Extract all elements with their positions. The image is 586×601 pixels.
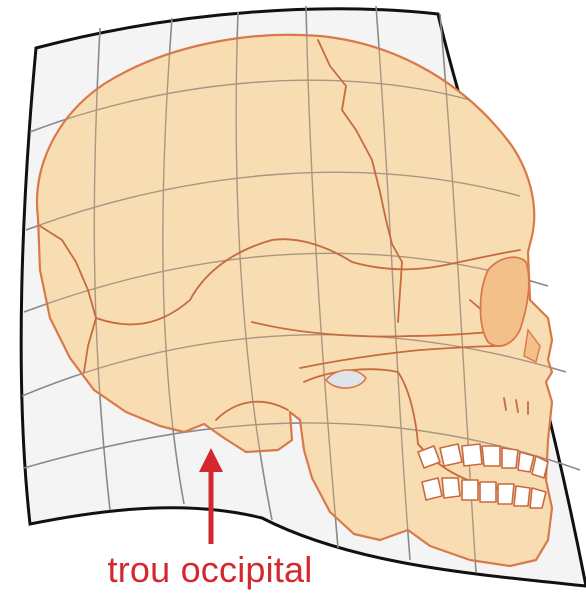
upper-tooth bbox=[482, 446, 500, 466]
lower-tooth bbox=[498, 484, 514, 504]
upper-tooth bbox=[440, 444, 462, 466]
lower-tooth bbox=[462, 480, 478, 500]
upper-tooth bbox=[502, 448, 518, 468]
lower-tooth bbox=[514, 486, 530, 506]
lower-tooth bbox=[480, 482, 496, 502]
trou-occipital-label: trou occipital bbox=[0, 552, 420, 588]
lower-tooth bbox=[422, 478, 442, 500]
upper-tooth bbox=[462, 444, 482, 466]
lower-tooth bbox=[442, 478, 460, 498]
